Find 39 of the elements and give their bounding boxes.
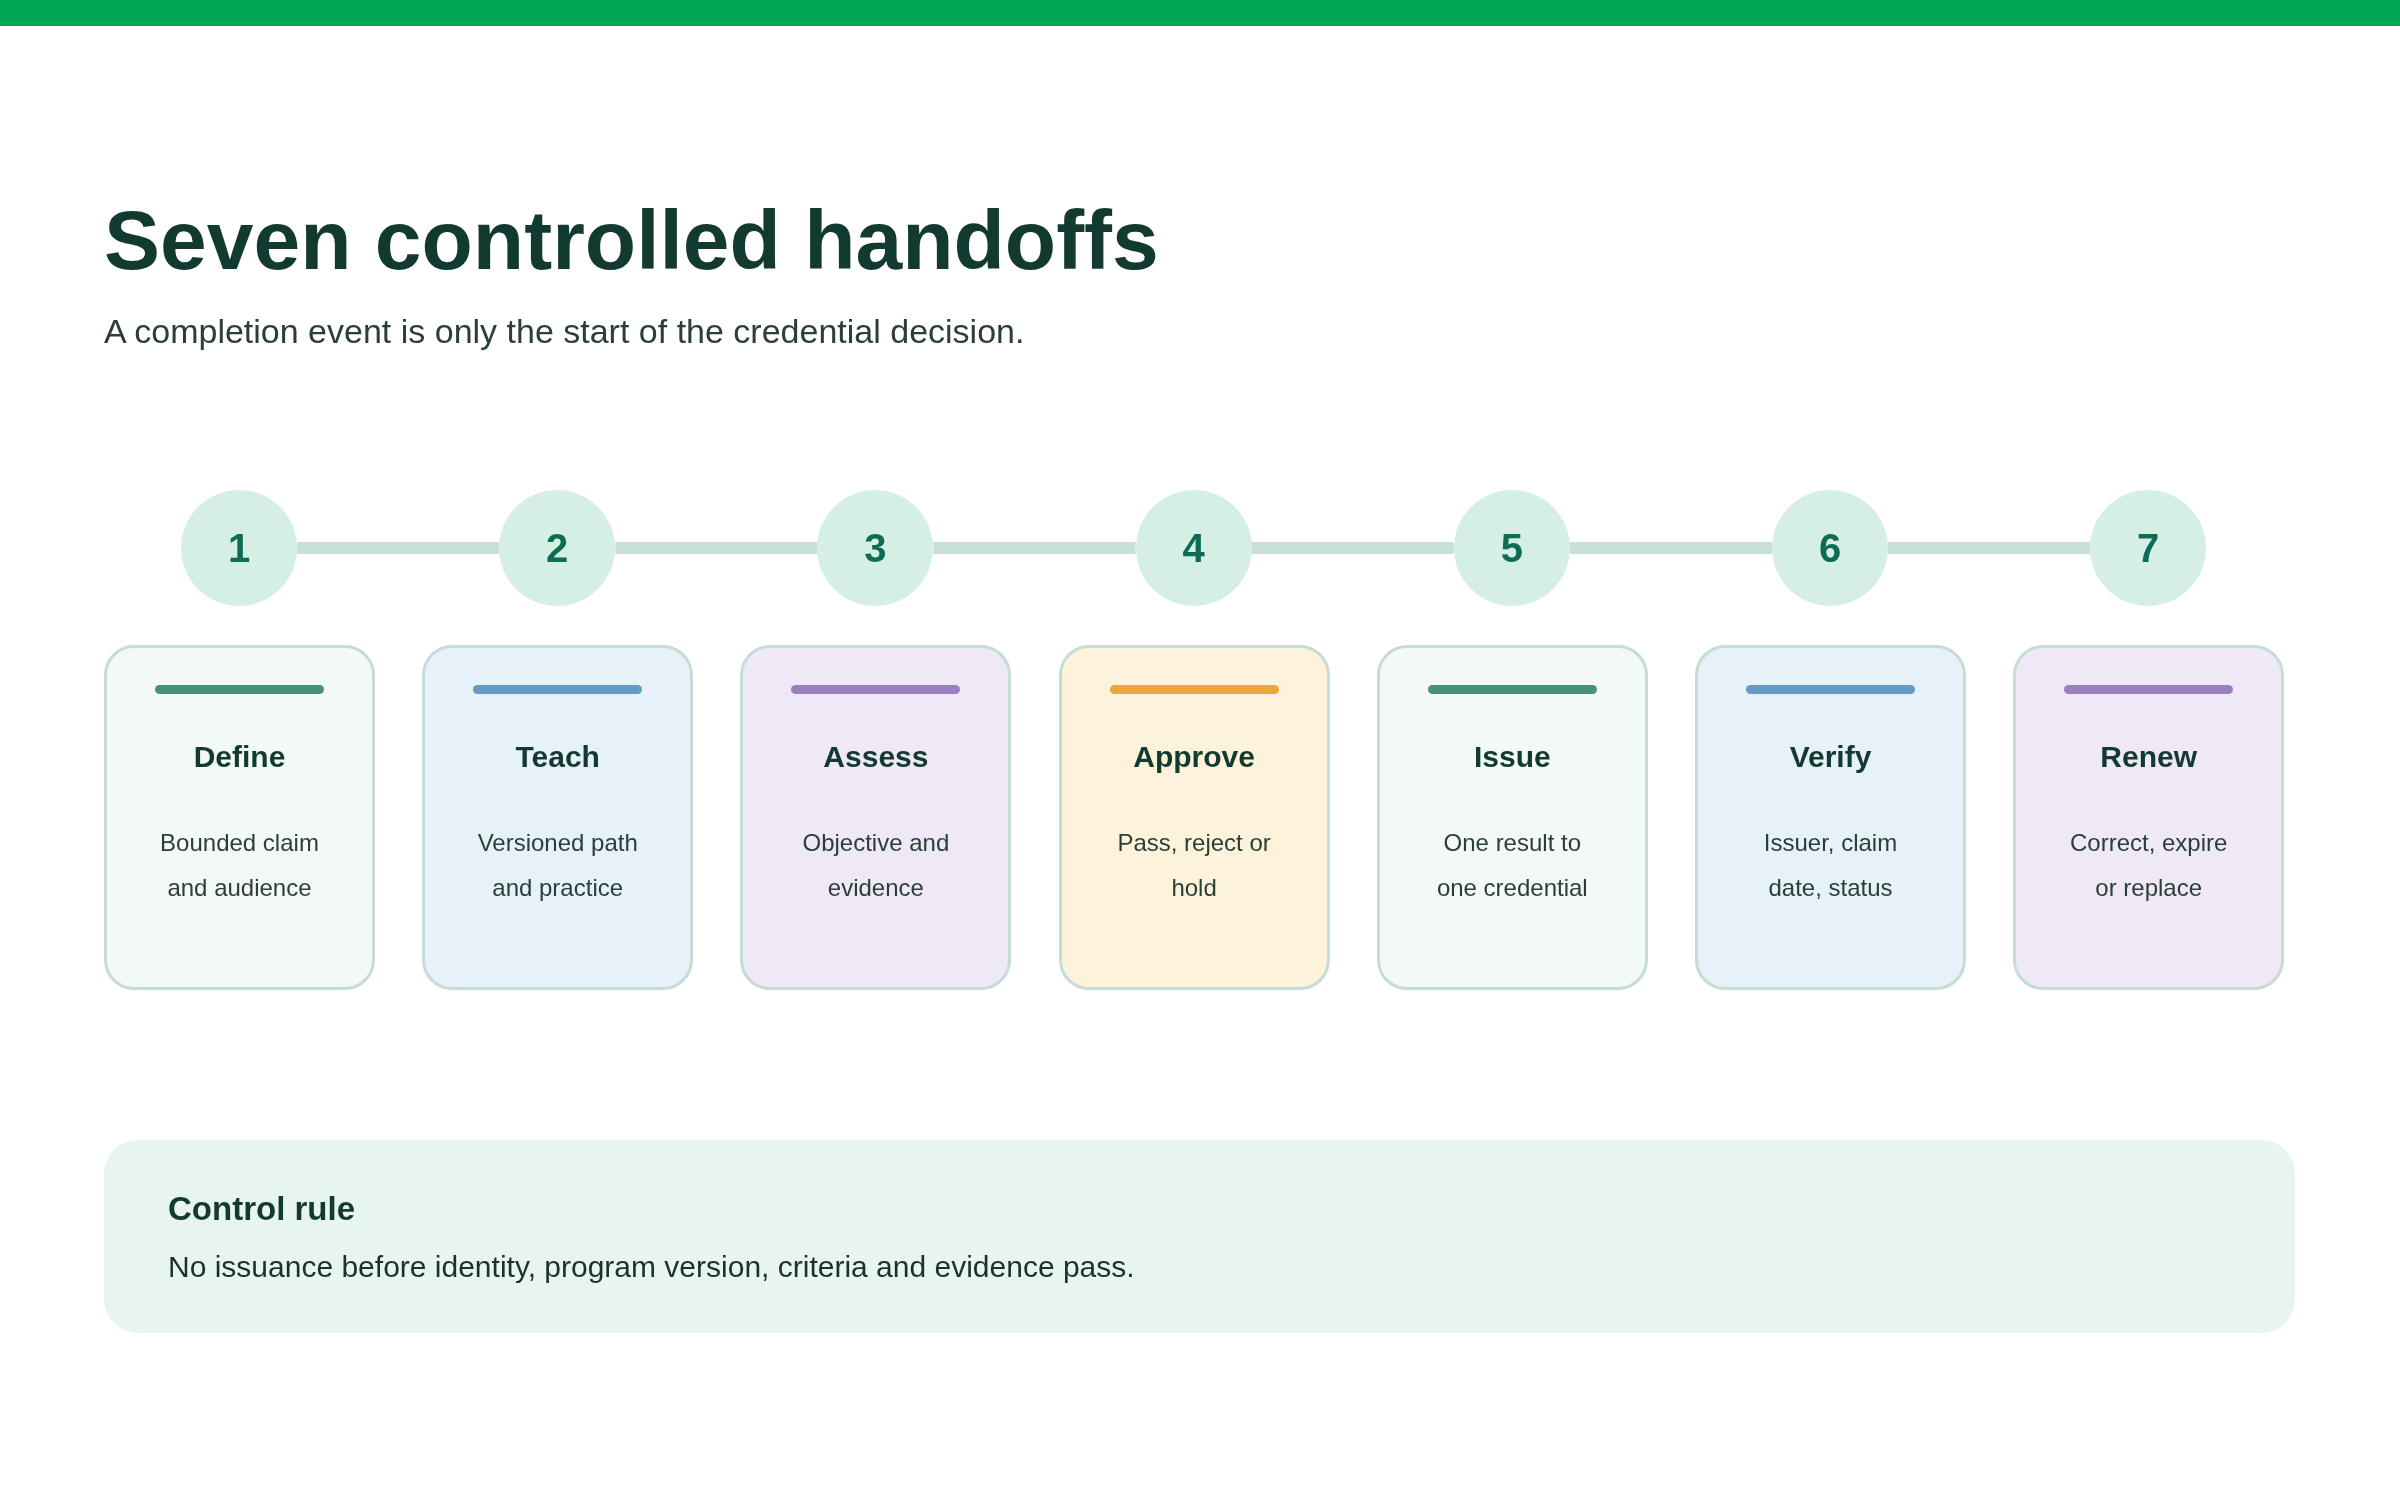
connector-line xyxy=(1888,542,2091,554)
card-title: Issue xyxy=(1472,740,1552,774)
connector-line xyxy=(297,542,500,554)
step-number-circle: 2 xyxy=(499,490,616,606)
connector-line xyxy=(1569,542,1772,554)
step-card xyxy=(1695,645,1966,990)
step-number-circle: 4 xyxy=(1135,490,1252,606)
step-number-circle: 6 xyxy=(1772,490,1888,606)
card-description: Objective and evidence xyxy=(801,828,951,903)
step-card xyxy=(1058,645,1330,990)
connector-line xyxy=(933,542,1136,554)
card-description: Versioned path and practice xyxy=(476,828,639,903)
card-description: One result to one credential xyxy=(1435,828,1589,903)
card-title: Renew xyxy=(2099,740,2199,774)
step-card xyxy=(422,645,694,990)
top-band xyxy=(0,0,2400,26)
panel-heading: Control rule xyxy=(168,1190,355,1228)
connector-line xyxy=(1251,542,1454,554)
card-title: Assess xyxy=(822,740,930,774)
step-card xyxy=(2013,645,2285,990)
subtitle: A completion event is only the start of the credential decision. xyxy=(104,312,1025,351)
step-card xyxy=(104,645,375,990)
step-card xyxy=(740,645,1012,990)
card-title: Define xyxy=(192,740,287,774)
step-card xyxy=(1376,645,1648,990)
connector-line xyxy=(615,542,818,554)
panel-text: No issuance before identity, program version, criteria and evidence pass. xyxy=(168,1250,1135,1284)
card-description: Correct, expire or replace xyxy=(2069,828,2229,903)
card-title: Verify xyxy=(1788,740,1873,774)
card-description: Bounded claim and audience xyxy=(159,828,320,903)
step-number-circle: 1 xyxy=(181,490,297,606)
card-title: Approve xyxy=(1132,740,1256,774)
step-number-circle: 5 xyxy=(1453,490,1570,606)
card-title: Teach xyxy=(514,740,601,774)
step-number-circle: 3 xyxy=(817,490,934,606)
card-description: Pass, reject or hold xyxy=(1116,828,1272,903)
card-description: Issuer, claim date, status xyxy=(1762,828,1899,903)
step-number-circle: 7 xyxy=(2090,490,2207,606)
page-title: Seven controlled handoffs xyxy=(104,192,1159,289)
